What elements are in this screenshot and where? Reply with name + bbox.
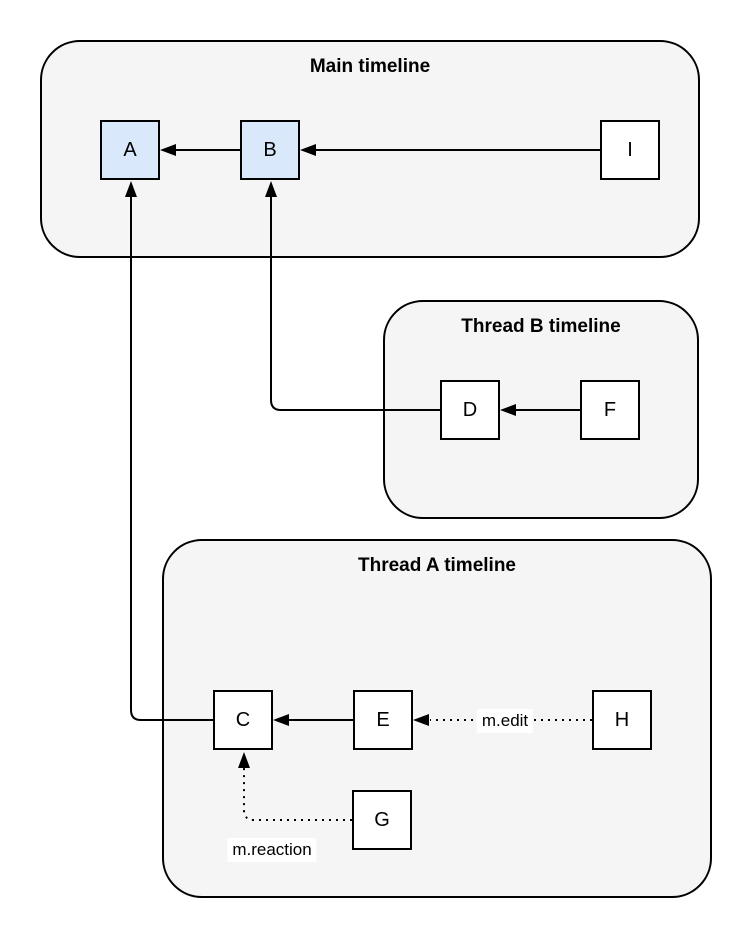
node-F: F xyxy=(580,380,640,440)
node-D: D xyxy=(440,380,500,440)
node-E: E xyxy=(353,690,413,750)
node-G: G xyxy=(352,790,412,850)
node-B: B xyxy=(240,120,300,180)
group-main-timeline-title: Main timeline xyxy=(309,56,431,77)
node-H: H xyxy=(592,690,652,750)
group-thread-b-timeline: Thread B timeline xyxy=(383,300,699,519)
edge-label-m-edit: m.edit xyxy=(476,709,534,733)
node-I: I xyxy=(600,120,660,180)
group-thread-a-timeline-title: Thread A timeline xyxy=(357,555,516,576)
node-A: A xyxy=(100,120,160,180)
group-thread-b-timeline-title: Thread B timeline xyxy=(461,316,621,337)
edge-label-m-reaction: m.reaction xyxy=(227,838,317,862)
node-C: C xyxy=(213,690,273,750)
